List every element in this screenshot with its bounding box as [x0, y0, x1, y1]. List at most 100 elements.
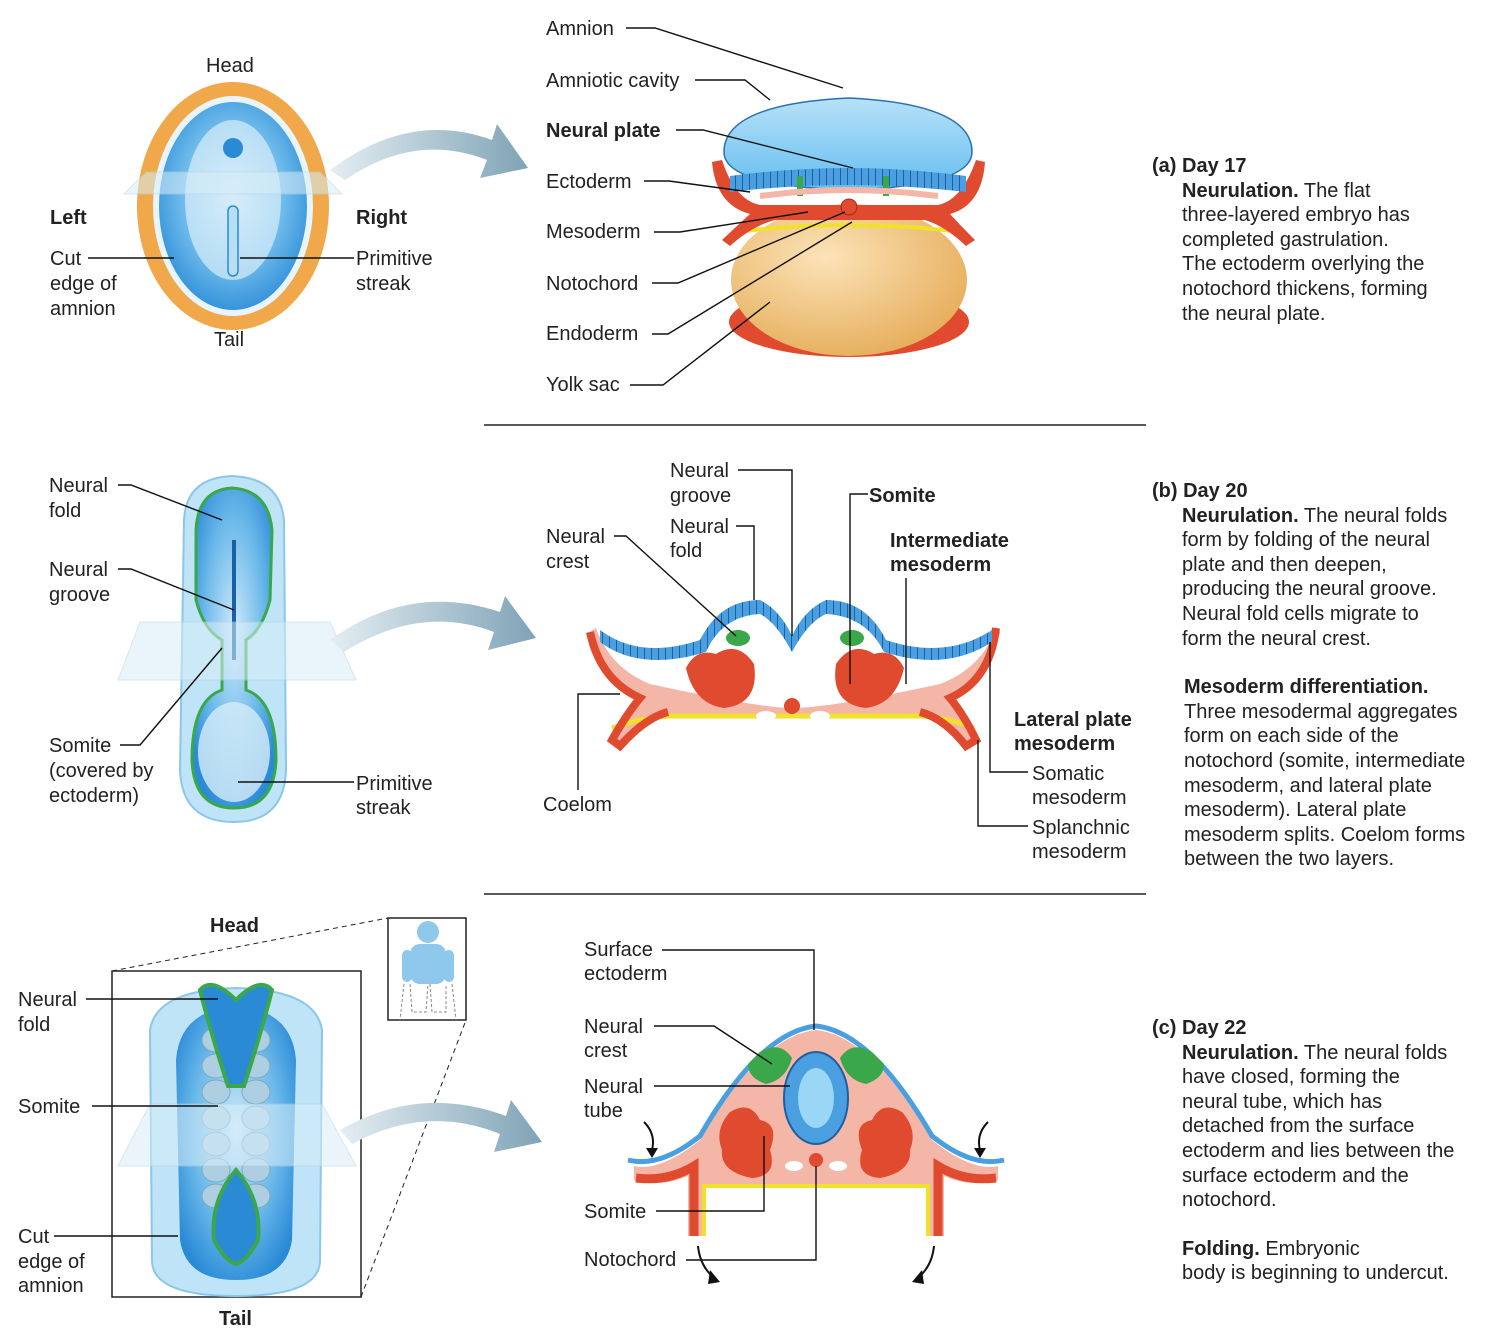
desc-c-line-0: The neural folds — [1298, 1041, 1448, 1064]
label-neural-crest-c-2: crest — [584, 1040, 628, 1062]
label-neural-tube-2: tube — [584, 1100, 623, 1122]
desc-c2-line-1: body is beginning to undercut. — [1182, 1262, 1449, 1285]
label-neural-crest-b-1: Neural — [546, 526, 605, 548]
description-c: (c) Day 22 Neurulation. The neural folds… — [1152, 1016, 1492, 1286]
label-neural-plate: Neural plate — [546, 120, 660, 142]
label-neural-crest-b-2: crest — [546, 551, 590, 573]
desc-b2-line-1: form on each side of the — [1184, 725, 1399, 748]
panel-c-cross-section — [627, 1023, 1005, 1284]
desc-c2-line-0: Embryonic — [1259, 1237, 1360, 1260]
desc-c-line-6: notochord. — [1182, 1189, 1277, 1212]
desc-c-line-5: surface ectoderm and the — [1182, 1164, 1409, 1187]
label-endoderm: Endoderm — [546, 323, 638, 345]
desc-c-line-3: detached from the surface — [1182, 1115, 1415, 1138]
label-lateral-plate-2: mesoderm — [1014, 733, 1115, 755]
panel-b-cross-section — [586, 600, 1000, 752]
desc-c-line-2: neural tube, which has — [1182, 1090, 1383, 1113]
label-amniotic-cavity: Amniotic cavity — [546, 70, 679, 92]
label-cut-edge-2: edge of — [50, 273, 117, 295]
keyword-neurulation-c: Neurulation. — [1182, 1041, 1299, 1064]
label-neural-groove-1: Neural — [49, 559, 108, 581]
label-neural-fold-c-1: Neural — [18, 989, 77, 1011]
desc-b-line-5: form the neural crest. — [1182, 627, 1371, 650]
desc-b-line-3: producing the neural groove. — [1182, 578, 1437, 601]
desc-b2-line-2: notochord (somite, intermediate — [1184, 749, 1466, 772]
panel-c-surface-embryo — [117, 982, 357, 1298]
label-neural-groove-b-1: Neural — [670, 460, 729, 482]
label-somite-c: Somite — [18, 1096, 80, 1118]
label-mesoderm: Mesoderm — [546, 221, 640, 243]
desc-a-line-1: three-layered embryo has — [1182, 204, 1410, 227]
desc-a-line-4: notochord thickens, forming — [1182, 277, 1428, 300]
desc-a-line-2: completed gastrulation. — [1182, 228, 1389, 251]
keyword-mesoderm-differentiation: Mesoderm differentiation. — [1184, 676, 1429, 699]
desc-b-line-2: plate and then deepen, — [1182, 553, 1387, 576]
desc-b2-line-4: mesoderm). Lateral plate — [1184, 799, 1407, 822]
label-neural-groove-b-2: groove — [670, 485, 731, 507]
label-primitive-streak-1: Primitive — [356, 248, 433, 270]
panel-c: Head Tail Neural fold Somite Cut edge of… — [18, 915, 1005, 1330]
label-ectoderm: Ectoderm — [546, 171, 632, 193]
label-primitive-streak-b-1: Primitive — [356, 773, 433, 795]
label-neural-fold-b-1: Neural — [670, 516, 729, 538]
label-intermediate-mesoderm-1: Intermediate — [890, 530, 1009, 552]
panel-b-arrow — [330, 596, 536, 652]
heading-a: (a) Day 17 — [1152, 155, 1247, 177]
label-somite-3: ectoderm) — [49, 785, 139, 807]
label-neural-tube-1: Neural — [584, 1076, 643, 1098]
panel-a-surface-embryo — [122, 82, 344, 330]
label-splanchnic-2: mesoderm — [1032, 841, 1126, 863]
panel-a-cross-section — [712, 97, 985, 357]
label-cut-edge-c-1: Cut — [18, 1226, 50, 1248]
desc-b2-line-3: mesoderm, and lateral plate — [1184, 774, 1432, 797]
desc-b-line-4: Neural fold cells migrate to — [1182, 602, 1419, 625]
keyword-folding: Folding. — [1182, 1237, 1260, 1260]
label-somite-c2: Somite — [584, 1201, 646, 1223]
label-neural-groove-2: groove — [49, 584, 110, 606]
label-amnion: Amnion — [546, 18, 614, 40]
thumbnail-body-icon — [399, 921, 457, 1021]
label-primitive-streak-2: streak — [356, 273, 411, 295]
label-somite-b: Somite — [869, 485, 936, 507]
label-lateral-plate-1: Lateral plate — [1014, 709, 1132, 731]
label-surface-ectoderm-2: ectoderm — [584, 963, 667, 985]
description-b: (b) Day 20 Neurulation. The neural folds… — [1152, 479, 1497, 872]
label-cut-edge-c-3: amnion — [18, 1275, 84, 1297]
panel-b: Neural fold Neural groove Somite (covere… — [49, 460, 1132, 863]
panel-a-arrow — [330, 124, 528, 180]
label-neural-fold-b-2: fold — [670, 540, 702, 562]
desc-b-line-0: The neural folds — [1298, 504, 1448, 527]
label-neural-fold-2: fold — [49, 500, 81, 522]
label-coelom: Coelom — [543, 794, 612, 816]
label-cut-edge-3: amnion — [50, 298, 116, 320]
label-cut-edge-1: Cut — [50, 248, 82, 270]
label-notochord-c: Notochord — [584, 1249, 676, 1271]
label-somatic-1: Somatic — [1032, 763, 1104, 785]
label-right: Right — [356, 207, 407, 229]
label-tail: Tail — [214, 329, 244, 351]
label-neural-crest-c-1: Neural — [584, 1016, 643, 1038]
desc-c-line-1: have closed, forming the — [1182, 1066, 1400, 1089]
panel-a: Head Tail Left Right Cut edge of amnion … — [50, 18, 985, 396]
label-head-c: Head — [210, 915, 259, 937]
label-somite-2: (covered by — [49, 760, 154, 782]
label-neural-fold-1: Neural — [49, 475, 108, 497]
label-somite-1: Somite — [49, 735, 111, 757]
label-tail-c: Tail — [219, 1308, 252, 1330]
desc-c-line-4: ectoderm and lies between the — [1182, 1139, 1455, 1162]
desc-a-line-5: the neural plate. — [1182, 302, 1326, 325]
label-primitive-streak-b-2: streak — [356, 797, 411, 819]
desc-a-line-0: The flat — [1298, 179, 1371, 202]
panel-c-arrow — [340, 1100, 542, 1152]
keyword-neurulation-a: Neurulation. — [1182, 179, 1299, 202]
heading-b: (b) Day 20 — [1152, 480, 1248, 502]
desc-b2-line-6: between the two layers. — [1184, 848, 1395, 871]
desc-b-line-1: form by folding of the neural — [1182, 529, 1430, 552]
label-left: Left — [50, 207, 87, 229]
label-cut-edge-c-2: edge of — [18, 1251, 85, 1273]
label-yolk-sac: Yolk sac — [546, 374, 620, 396]
